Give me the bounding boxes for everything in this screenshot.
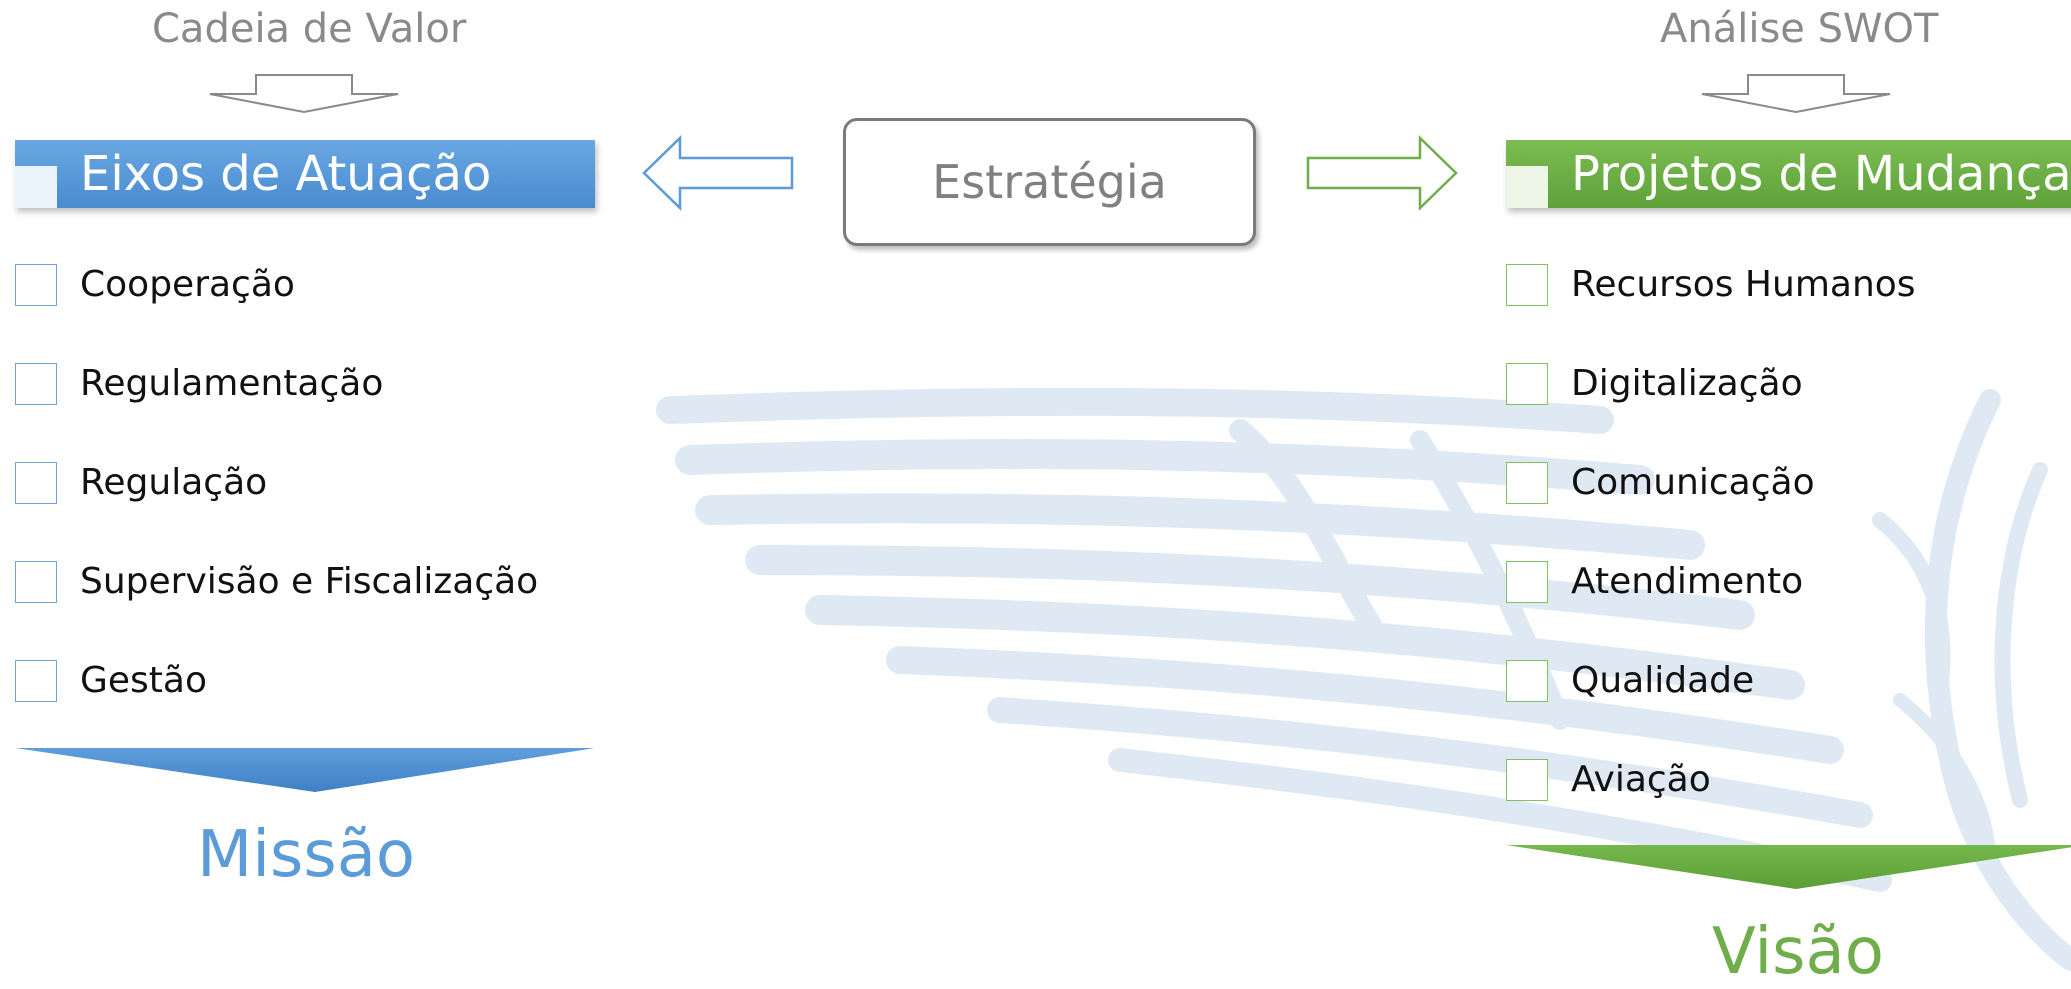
item-label: Regulação <box>80 462 268 503</box>
header-square-icon <box>1506 166 1548 208</box>
hollow-arrow-down-icon <box>209 74 399 114</box>
analise-swot-label: Análise SWOT <box>1660 6 1939 52</box>
checkbox-icon[interactable] <box>1506 462 1548 504</box>
eixos-de-atuacao-header: Eixos de Atuação <box>15 140 595 208</box>
checkbox-icon[interactable] <box>1506 759 1548 801</box>
checkbox-icon[interactable] <box>15 264 57 306</box>
estrategia-box: Estratégia <box>843 118 1256 246</box>
projetos-de-mudanca-header: Projetos de Mudança <box>1506 140 2071 208</box>
missao-chevron-icon <box>15 748 595 792</box>
item-label: Atendimento <box>1571 561 1804 602</box>
checkbox-icon[interactable] <box>1506 660 1548 702</box>
item-label: Digitalização <box>1571 363 1803 404</box>
item-label: Comunicação <box>1571 462 1815 503</box>
estrategia-label: Estratégia <box>932 155 1167 209</box>
checkbox-icon[interactable] <box>15 561 57 603</box>
checkbox-icon[interactable] <box>1506 561 1548 603</box>
missao-label: Missão <box>197 818 416 892</box>
checkbox-icon[interactable] <box>1506 363 1548 405</box>
item-label: Regulamentação <box>80 363 384 404</box>
visao-label: Visão <box>1712 915 1884 989</box>
item-label: Qualidade <box>1571 660 1755 701</box>
header-square-icon <box>15 166 57 208</box>
hollow-arrow-left-icon <box>642 135 794 211</box>
item-label: Recursos Humanos <box>1571 264 1916 305</box>
hollow-arrow-down-icon <box>1701 74 1891 114</box>
cadeia-de-valor-label: Cadeia de Valor <box>152 6 467 52</box>
checkbox-icon[interactable] <box>15 363 57 405</box>
item-label: Cooperação <box>80 264 295 305</box>
checkbox-icon[interactable] <box>1506 264 1548 306</box>
item-label: Gestão <box>80 660 208 701</box>
eixos-de-atuacao-title: Eixos de Atuação <box>80 146 492 202</box>
item-label: Aviação <box>1571 759 1711 800</box>
checkbox-icon[interactable] <box>15 660 57 702</box>
visao-chevron-icon <box>1506 845 2071 889</box>
checkbox-icon[interactable] <box>15 462 57 504</box>
hollow-arrow-right-icon <box>1306 135 1458 211</box>
item-label: Supervisão e Fiscalização <box>80 561 539 602</box>
projetos-de-mudanca-title: Projetos de Mudança <box>1571 146 2071 202</box>
